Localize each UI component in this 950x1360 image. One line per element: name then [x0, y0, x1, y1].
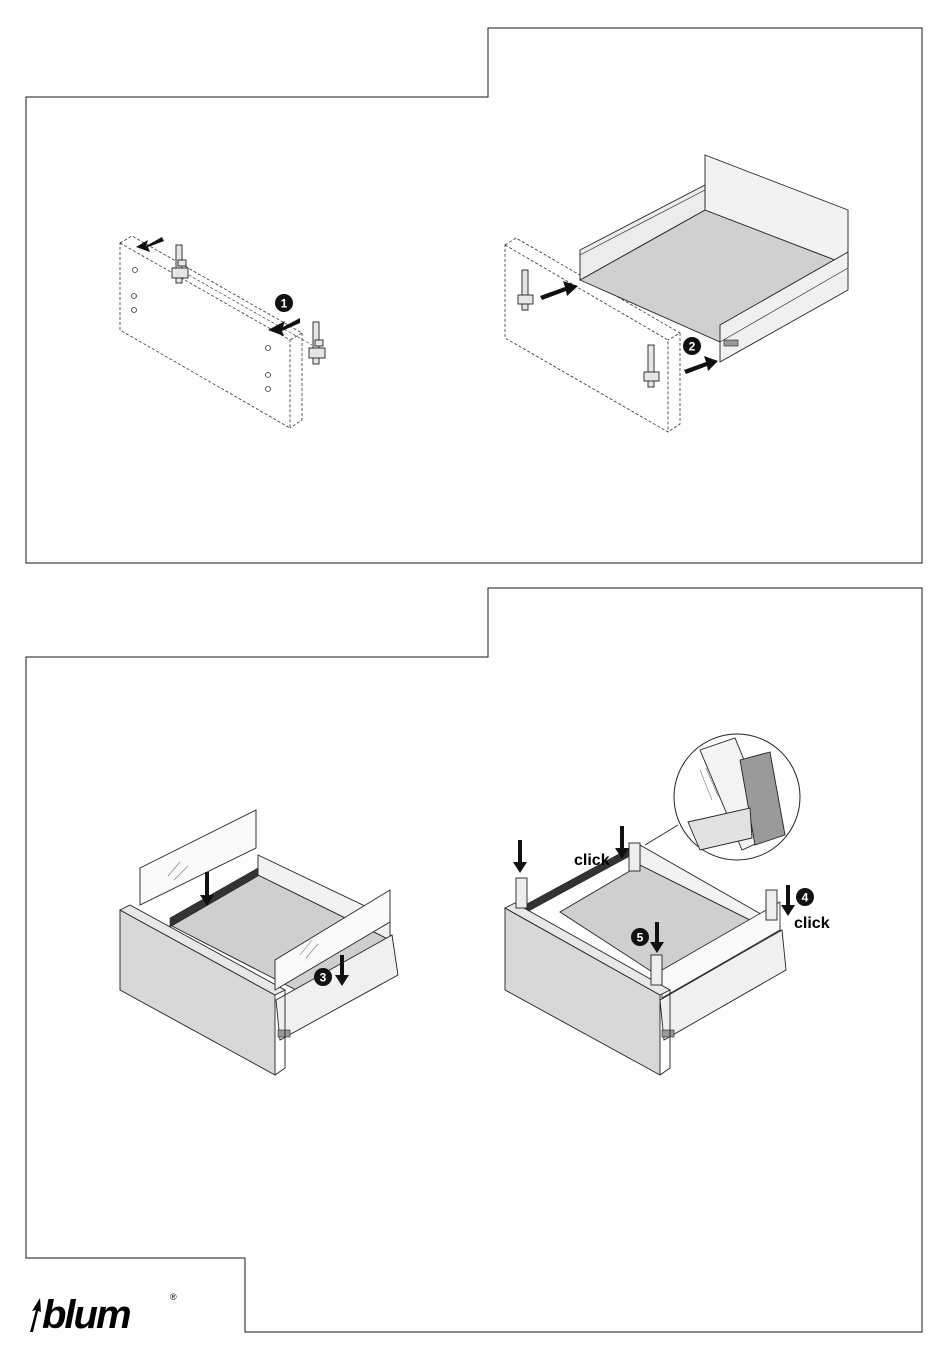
- step-marker-3: 3: [314, 968, 332, 986]
- step-marker-4: 4: [796, 888, 814, 906]
- illustration-drawer-attach-front: 2: [505, 155, 848, 432]
- brand-name: blum: [42, 1293, 130, 1337]
- blum-logo: blum ®: [30, 1292, 177, 1337]
- detail-magnifier: [645, 734, 800, 860]
- svg-text:1: 1: [281, 297, 288, 311]
- svg-text:4: 4: [802, 891, 809, 905]
- illustration-front-panel-brackets: 1: [120, 236, 325, 428]
- illustration-clips-crosspiece: 4 5 click click: [505, 734, 830, 1075]
- step-marker-1: 1: [275, 294, 293, 312]
- arrow-icon: [136, 237, 300, 336]
- click-label-left: click: [574, 852, 610, 869]
- svg-text:5: 5: [637, 931, 644, 945]
- svg-text:3: 3: [320, 971, 327, 985]
- step-marker-5: 5: [631, 928, 649, 946]
- registered-mark: ®: [170, 1292, 177, 1302]
- illustration-glass-side-insert: 3: [120, 810, 398, 1075]
- step-marker-2: 2: [683, 337, 701, 355]
- arrow-logo-icon: [30, 1298, 41, 1332]
- svg-text:2: 2: [689, 340, 696, 354]
- click-label-right: click: [794, 915, 830, 932]
